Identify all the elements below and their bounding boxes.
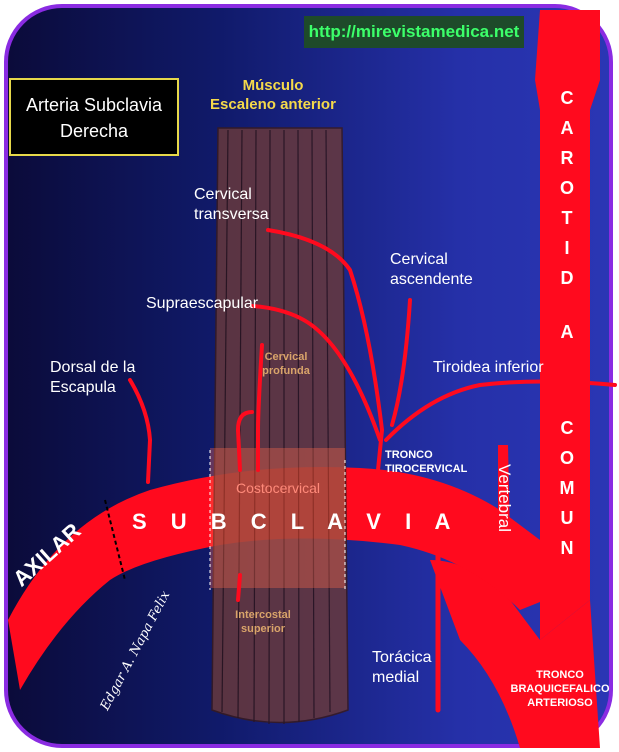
label-text: ascendente	[390, 271, 473, 288]
label-text: medial	[372, 669, 420, 686]
carotida-letter: C	[560, 88, 574, 108]
label-text: TRONCO	[536, 669, 584, 681]
label-tiroidea-inferior: Tiroidea inferior	[433, 359, 544, 376]
tronco-braquiocefalico-vessel	[430, 560, 600, 748]
carotida-letter: O	[559, 178, 574, 198]
label-costocervical: Costocervical	[236, 480, 321, 496]
supraescapular-branch	[250, 304, 382, 442]
comun-letter: U	[560, 508, 574, 528]
comun-letter: O	[559, 448, 574, 468]
label-text: Cervical	[194, 186, 252, 203]
label-text: profunda	[262, 365, 310, 377]
muscle-title-line-2: Escaleno anterior	[210, 96, 336, 113]
label-dorsal-escapula: Dorsal de la Escapula	[50, 358, 135, 398]
cervical-transversa-branch	[266, 228, 385, 472]
label-text: BRAQUICEFALICO	[510, 683, 610, 695]
dorsal-escapula-branch	[128, 378, 153, 484]
label-tronco-braquiocefalico: TRONCO BRAQUICEFALICO ARTERIOSO	[510, 668, 610, 710]
label-text: Escapula	[50, 379, 116, 396]
label-cervical-transversa: Cervical transversa	[194, 185, 269, 225]
comun-letter: N	[560, 538, 574, 558]
carotida-letter: R	[560, 148, 574, 168]
title-line-1: Arteria Subclavia	[25, 95, 163, 115]
subclavia-vessel	[8, 466, 545, 690]
cervical-profunda-branch	[256, 343, 264, 472]
label-text: Cervical	[390, 251, 448, 268]
carotida-letter: T	[561, 208, 573, 228]
cervical-ascendente-branch	[390, 298, 412, 427]
tiroidea-branch	[384, 379, 617, 442]
carotida-letter: D	[560, 268, 574, 288]
label-supraescapular: Supraescapular	[146, 295, 259, 312]
carotida-letter: I	[564, 238, 570, 258]
label-text: Dorsal de la	[50, 359, 136, 376]
label-text: TIROCERVICAL	[385, 463, 468, 475]
label-subclavia: S U B C L A V I A	[132, 509, 460, 534]
intercostal-branch	[236, 573, 242, 602]
vertebral-vessel	[498, 445, 510, 540]
label-tronco-tirocervical: TRONCO TIROCERVICAL	[385, 448, 467, 476]
label-cervical-profunda: Cervical profunda	[256, 350, 316, 378]
label-vertebral: Vertebral	[495, 463, 515, 533]
muscle-title-line-1: Músculo	[242, 77, 304, 94]
muscle-overlap-zone	[210, 448, 345, 588]
label-text: superior	[240, 623, 285, 635]
carotida-letter: A	[560, 118, 574, 138]
label-text: TRONCO	[385, 449, 433, 461]
title-box: Arteria Subclavia Derecha	[9, 78, 179, 156]
label-text: Cervical	[264, 351, 308, 363]
title-line-2: Derecha	[59, 121, 129, 141]
label-text: ARTERIOSO	[527, 697, 593, 709]
carotida-comun-vessel	[535, 10, 600, 640]
comun-letter: C	[560, 418, 574, 438]
costocervical-branch	[235, 410, 254, 472]
label-text: Torácica	[372, 649, 432, 666]
label-intercostal-superior: Intercostal superior	[228, 608, 298, 636]
comun-letter: M	[559, 478, 575, 498]
label-cervical-ascendente: Cervical ascendente	[390, 250, 473, 290]
site-url[interactable]: http://mirevistamedica.net	[304, 16, 524, 48]
muscle-title: Músculo Escaleno anterior	[208, 76, 338, 114]
carotida-letter: A	[560, 322, 574, 342]
label-text: transversa	[194, 206, 269, 223]
label-toracica-medial: Torácica medial	[372, 648, 432, 688]
label-text: Intercostal	[235, 609, 291, 621]
